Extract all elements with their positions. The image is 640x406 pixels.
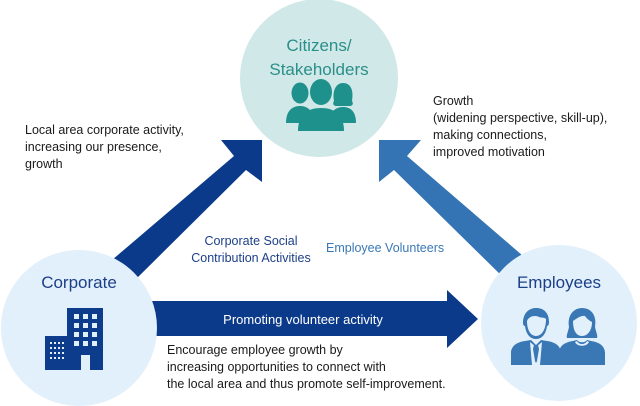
citizens-stakeholders-node: Citizens/ Stakeholders [240,0,398,157]
employee-benefit-line1: Growth [433,94,474,108]
corporate-benefit-line1: Local area corporate activity, [25,123,184,137]
corporate-benefit-line2: increasing our presence, [25,140,162,154]
arrow-corporate-to-citizens [112,140,262,282]
label-promoting-volunteer-activity: Promoting volunteer activity [223,312,383,327]
label-corporate-social-line1: Corporate Social [204,234,298,248]
man-and-woman-icon [511,308,605,365]
corporate-benefit-text: Local area corporate activity, increasin… [25,122,184,173]
label-corporate-social-contribution: Corporate Social Contribution Activities [186,233,316,267]
arrow-corporate-to-employees [150,290,478,348]
employees-title: Employees [516,273,602,292]
employee-benefit-line3: making connections, [433,128,547,142]
corporate-benefit-line3: growth [25,157,63,171]
employee-benefit-line4: improved motivation [433,145,545,159]
label-corporate-social-line2: Contribution Activities [191,251,311,265]
building-icon [45,308,103,370]
employees-node: Employees [481,245,637,401]
promotion-description-line1: Encourage employee growth by [167,343,343,357]
citizens-title-line2: Stakeholders [269,60,369,79]
employee-benefit-text: Growth (widening perspective, skill-up),… [433,93,607,161]
promotion-description-line2: increasing opportunities to connect with [167,360,386,374]
corporate-title: Corporate [41,273,117,292]
label-employee-volunteers: Employee Volunteers [326,241,445,255]
people-group-icon [286,79,356,131]
employee-benefit-line2: (widening perspective, skill-up), [433,111,608,125]
promotion-description-text: Encourage employee growth by increasing … [167,342,446,393]
corporate-node: Corporate [1,250,157,406]
arrow-employees-to-citizens [379,140,530,282]
citizens-title-line1: Citizens/ [286,36,352,55]
promotion-description-line3: the local area and thus promote self-imp… [167,377,446,391]
